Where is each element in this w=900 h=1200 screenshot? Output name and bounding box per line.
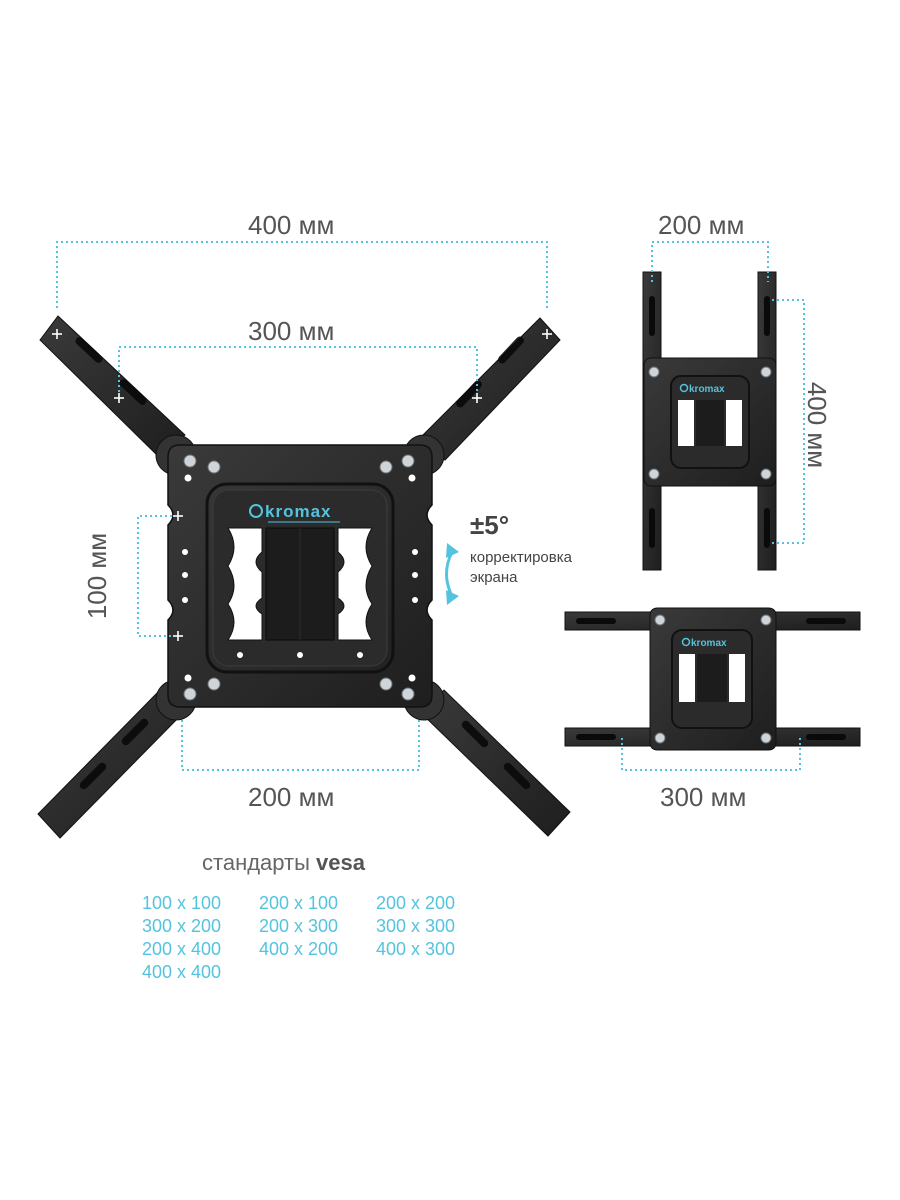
vesa-size: 400 x 200 <box>259 939 339 959</box>
tilt-arrow <box>445 543 459 605</box>
vesa-sizes-grid: 100 x 100 200 x 100 200 x 200 300 x 200 … <box>142 893 493 982</box>
arm-bottom-right <box>419 689 571 837</box>
dim-main-top: 400 мм <box>248 210 335 240</box>
vesa-title: стандарты vesa <box>202 852 365 874</box>
vesa-title-prefix: стандарты <box>202 850 317 875</box>
tilt-value: ±5° <box>470 510 510 540</box>
vesa-size: 400 x 300 <box>376 939 456 959</box>
dim-main-inner: 300 мм <box>248 316 335 346</box>
tilt-caption-line2: экрана <box>470 569 518 586</box>
vesa-size: 100 x 100 <box>142 893 222 913</box>
mount-vertical: kromax <box>642 271 777 571</box>
horizontal-dimension-lines <box>621 738 801 771</box>
vesa-size: 200 x 100 <box>259 893 339 913</box>
tilt-caption-line1: корректировка <box>470 549 572 566</box>
vesa-size: 200 x 200 <box>376 893 456 913</box>
dim-main-left: 100 мм <box>82 532 113 620</box>
dim-main-bottom: 200 мм <box>248 782 335 812</box>
main-mount: kromax <box>37 315 571 839</box>
brand-logo-main: kromax <box>265 502 331 521</box>
brand-logo-vertical: kromax <box>689 384 725 395</box>
dim-vertical-top: 200 мм <box>658 210 745 240</box>
vesa-size: 200 x 300 <box>259 916 339 936</box>
brand-logo-horizontal: kromax <box>691 638 727 649</box>
vesa-size: 300 x 200 <box>142 916 222 936</box>
arm-top-left <box>39 315 186 459</box>
main-dimension-lines <box>56 241 548 771</box>
vesa-size: 200 x 400 <box>142 939 222 959</box>
vesa-title-bold: vesa <box>316 850 365 875</box>
vesa-size: 400 x 400 <box>142 962 222 982</box>
mount-horizontal: kromax <box>564 607 861 751</box>
dim-horizontal-bottom: 300 мм <box>660 782 747 812</box>
dim-vertical-right: 400 мм <box>802 381 833 469</box>
tilt-caption: корректировка экрана <box>470 548 572 588</box>
vesa-size: 300 x 300 <box>376 916 456 936</box>
vertical-dimension-lines <box>651 241 805 544</box>
arm-top-right <box>419 317 561 461</box>
